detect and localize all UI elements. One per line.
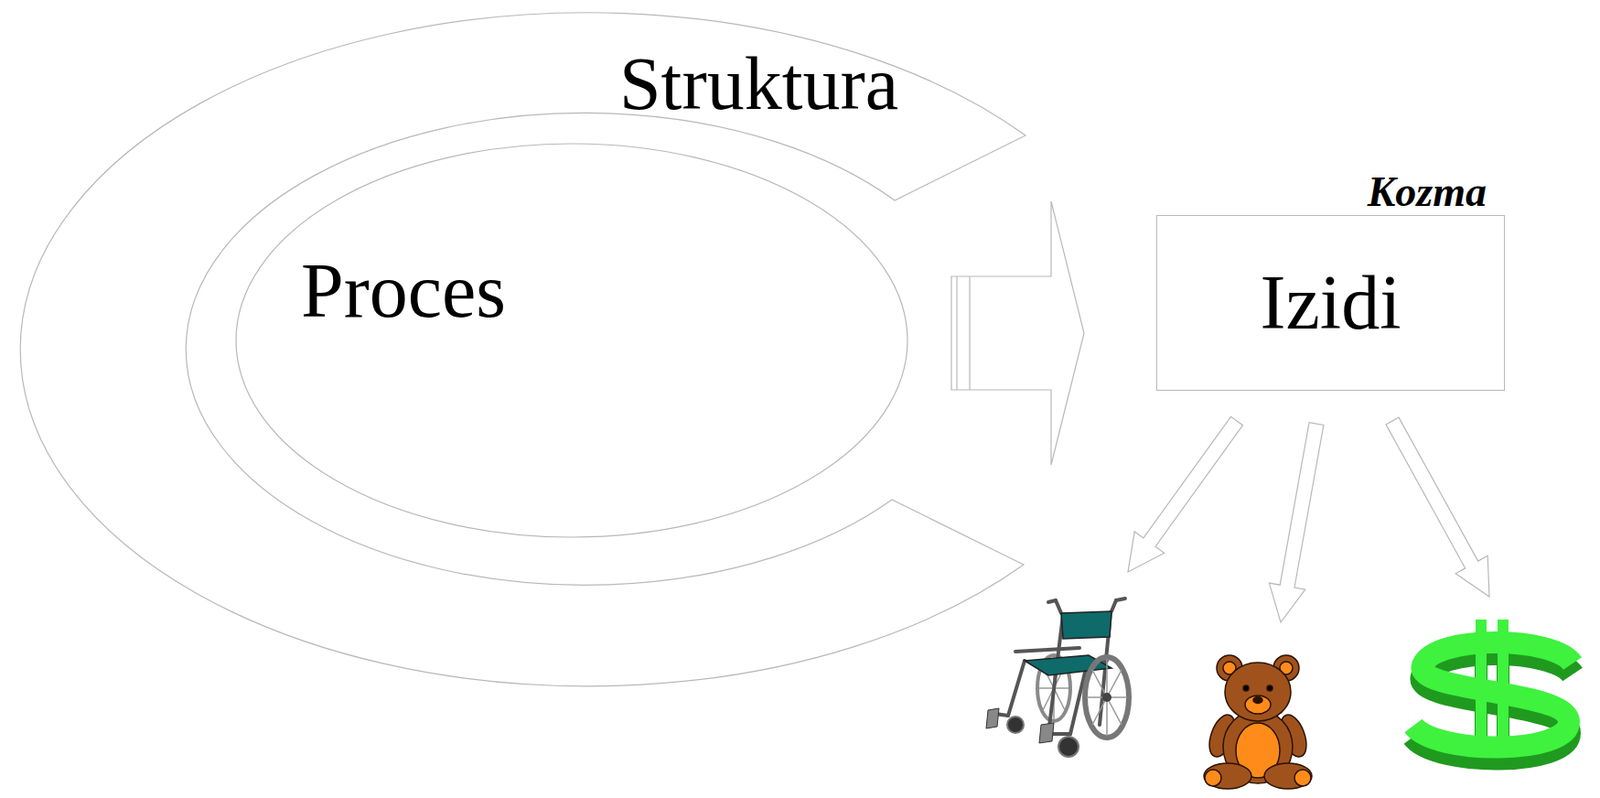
footrest — [1039, 722, 1054, 743]
c-band-shape — [20, 12, 1026, 687]
block-arrow — [1385, 417, 1490, 597]
ellipse-outline — [235, 142, 909, 538]
head — [1224, 662, 1291, 721]
dollar-face — [1413, 619, 1573, 755]
block-arrow — [1127, 416, 1244, 572]
process-ellipse: Proces — [235, 142, 909, 538]
caster — [1058, 736, 1079, 757]
footrest — [986, 708, 999, 729]
dollar-extrusion — [1413, 632, 1573, 763]
eye — [1267, 685, 1273, 691]
dollar-sign-icon — [1413, 619, 1573, 763]
leg — [1203, 762, 1252, 789]
structure-band: StrukturaProces — [18, 10, 1029, 687]
teddy-bear-icon — [1203, 655, 1312, 789]
hub — [1102, 692, 1112, 702]
author-label: Kozma — [1367, 171, 1487, 214]
band-label: Struktura — [619, 46, 899, 122]
wheelchair-icon — [986, 598, 1129, 757]
block-arrow — [1268, 422, 1324, 623]
nose — [1253, 697, 1263, 704]
caster — [1007, 716, 1024, 733]
backrest — [1061, 611, 1112, 639]
block-arrow-connector — [951, 201, 1085, 465]
outcome-arrows — [1127, 416, 1490, 623]
muzzle — [1245, 695, 1271, 714]
frame — [995, 598, 1126, 734]
spokes — [1086, 658, 1128, 736]
eye — [1243, 685, 1249, 691]
foot-pad — [1204, 769, 1222, 786]
wheel — [1084, 656, 1129, 738]
ellipse-shape — [236, 143, 908, 537]
process-label: Proces — [300, 252, 506, 330]
foot-pad — [1294, 769, 1311, 786]
outcome-box: KozmaIzidi — [1156, 214, 1505, 391]
leg — [1264, 762, 1312, 789]
outcome-label: Izidi — [1260, 264, 1402, 342]
